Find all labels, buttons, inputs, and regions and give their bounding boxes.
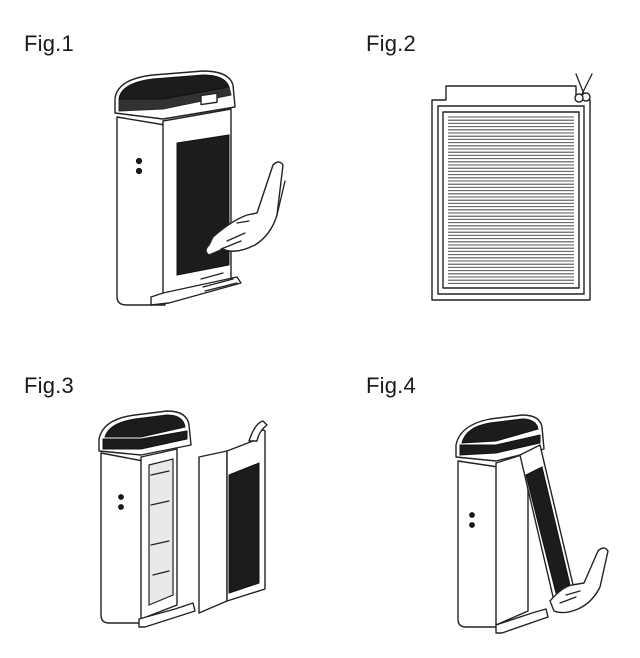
fig-4-label: Fig.4	[366, 373, 416, 398]
fig-2-illustration	[428, 72, 598, 304]
fig-1-label: Fig.1	[24, 31, 74, 56]
fig-3-illustration	[95, 405, 285, 630]
fig-4-illustration	[450, 405, 610, 640]
fig-1-illustration	[105, 65, 290, 315]
fig-3-label: Fig.3	[24, 373, 74, 398]
fig-2-label: Fig.2	[366, 31, 416, 56]
